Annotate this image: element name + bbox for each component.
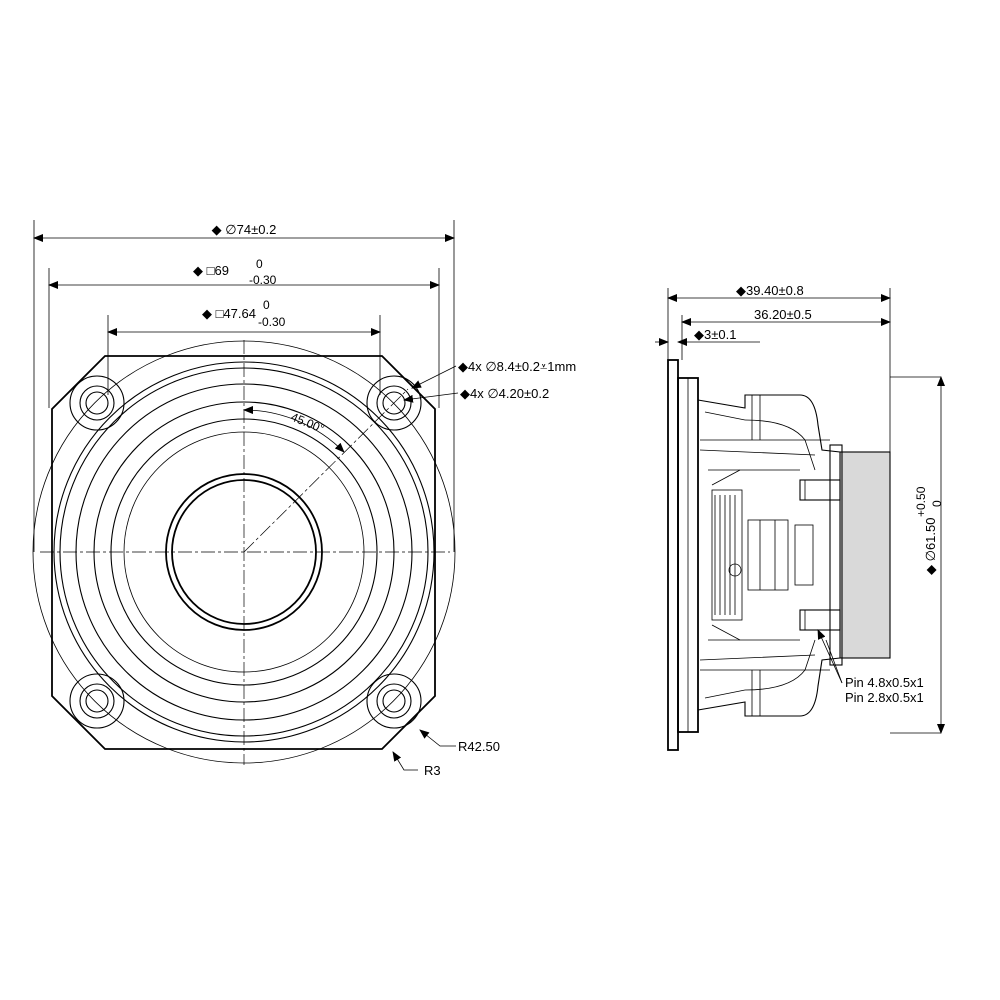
pin-label-small: Pin 2.8x0.5x1 [845, 690, 924, 705]
dim-3-label: ◆3±0.1 [694, 327, 736, 342]
flange-front [667, 359, 679, 751]
pin-label-large: Pin 4.8x0.5x1 [845, 675, 924, 690]
counterbore-callout: ◆4x ∅8.4±0.2⩡1mm [458, 359, 576, 374]
frame-outline [51, 355, 436, 750]
dim-69-tol-upper: 0 [256, 257, 263, 271]
svg-text:+0.50: +0.50 [914, 486, 928, 517]
front-view: ◆ ∅74±0.2 ◆ □69 0 -0.30 ◆ □47.64 0 -0.30… [32, 220, 576, 778]
hole-callout: ◆4x ∅4.20±0.2 [460, 386, 549, 401]
svg-text:0: 0 [930, 500, 944, 507]
basket-top [697, 394, 841, 453]
mounting-hole-bottom-right [366, 673, 422, 729]
angle-arc [243, 406, 345, 453]
basket-bottom [697, 657, 841, 717]
leader-hole [403, 392, 459, 403]
dim-36-label: 36.20±0.5 [754, 307, 812, 322]
dim-69-label: ◆ □69 [193, 263, 229, 278]
leader-counterbore [411, 365, 457, 389]
mounting-hole-top-left [69, 375, 125, 431]
mounting-hole-top-right [366, 375, 422, 431]
terminal-top [799, 479, 841, 501]
angle-label: 45.00° [289, 410, 327, 436]
dim-47-tol-upper: 0 [263, 298, 270, 312]
leader-r42 [419, 729, 456, 747]
svg-text:◆ ∅61.50: ◆ ∅61.50 [923, 518, 938, 576]
diagonal-45-line [243, 388, 409, 553]
dim-74-label: ◆ ∅74±0.2 [212, 222, 277, 237]
dim-47-tol-lower: -0.30 [258, 315, 286, 329]
dim-47-label: ◆ □47.64 [202, 306, 256, 321]
dim-69-tol-lower: -0.30 [249, 273, 277, 287]
mounting-hole-bottom-left [69, 673, 125, 729]
side-view: ◆39.40±0.8 36.20±0.5 ◆3±0.1 ◆ ∅61.50 +0.… [655, 283, 945, 751]
terminal-bottom [799, 609, 841, 631]
corner-radius-label: R3 [424, 763, 441, 778]
dim-61-label: ◆ ∅61.50 +0.50 0 [914, 486, 944, 575]
radius-label: R42.50 [458, 739, 500, 754]
magnet [839, 451, 891, 659]
leader-r3 [392, 751, 418, 771]
dim-39-label: ◆39.40±0.8 [736, 283, 804, 298]
